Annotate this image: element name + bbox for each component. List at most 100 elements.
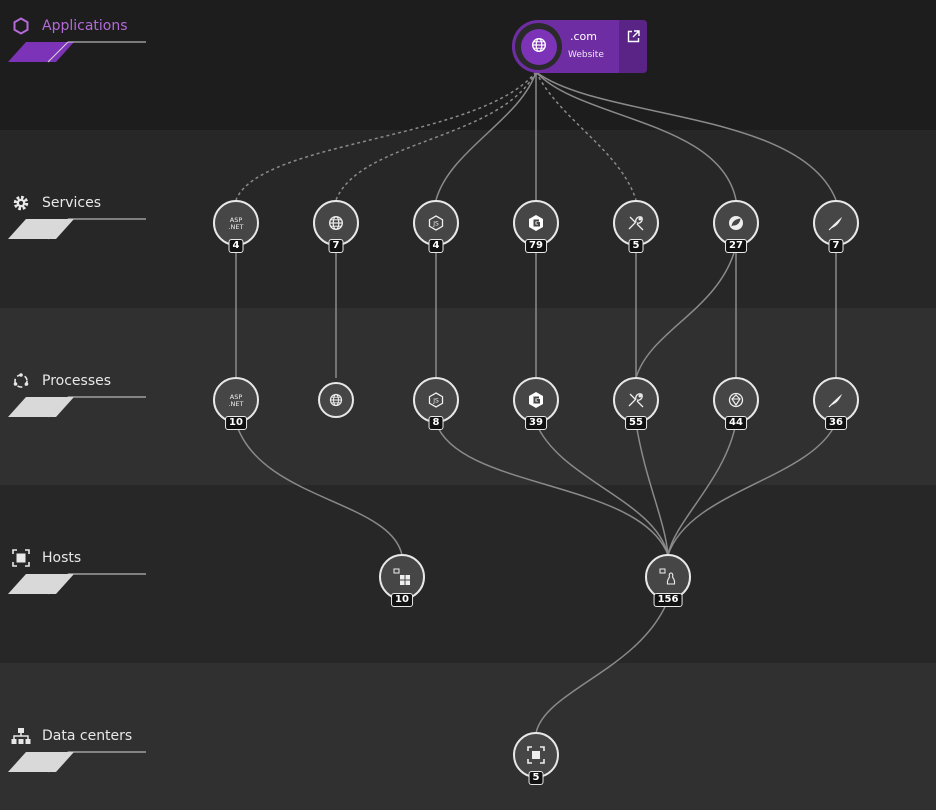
host-node-windows[interactable]: 10 [379,554,425,607]
service-node-feather[interactable]: 7 [813,200,859,253]
process-count-badge: 55 [625,416,647,430]
svg-text:.NET: .NET [228,223,243,231]
aspnet-icon: ASP.NET [227,391,245,409]
service-count-badge: 7 [328,239,344,253]
layer-decoration [8,218,146,240]
globe-icon [328,215,344,231]
layer-label-text: Applications [42,18,128,34]
feather-icon [827,214,845,232]
link-proc-host-7 [667,422,837,556]
process-count-badge: 39 [525,416,547,430]
svg-text:ASP: ASP [230,216,243,224]
datacenter-node[interactable]: 5 [513,732,559,785]
spring-icon [727,214,745,232]
process-node-aspnet[interactable]: ASP.NET 10 [213,377,259,430]
application-name: .com [570,30,597,43]
link-host-datacenter [535,599,669,734]
service-node-web[interactable]: 7 [313,200,359,253]
service-node-spring[interactable]: 27 [713,200,759,253]
link-proc-host-4 [535,422,669,556]
datacenter-icon [10,725,32,747]
globe-icon [531,37,547,57]
application-card[interactable]: .com Website [512,20,647,73]
service-node-nodejs[interactable]: JS 4 [413,200,459,253]
service-count-badge: 79 [525,239,547,253]
process-node-ruby[interactable]: 44 [713,377,759,430]
svg-text:ASP: ASP [230,393,243,401]
tools-icon [627,214,645,232]
application-node[interactable] [515,23,562,70]
link-proc-host-6 [667,422,737,556]
service-node-go[interactable]: 79 [513,200,559,253]
service-count-badge: 7 [828,239,844,253]
link-app-service-3 [435,71,537,201]
host-count-badge: 10 [391,593,413,607]
service-count-badge: 4 [428,239,444,253]
process-count-badge: 8 [428,416,444,430]
svg-text:JS: JS [432,398,439,405]
process-node-web[interactable] [318,382,354,418]
layer-band-services [0,130,936,308]
layer-band-hosts [0,485,936,663]
process-node-tools[interactable]: 55 [613,377,659,430]
go-icon [527,391,545,409]
service-count-badge: 5 [628,239,644,253]
go-icon [527,214,545,232]
feather-icon [827,391,845,409]
service-node-aspnet[interactable]: ASP.NET 4 [213,200,259,253]
svg-text:.NET: .NET [228,400,243,408]
host-node-linux[interactable]: 156 [645,554,691,607]
external-link-button[interactable] [619,20,647,73]
layer-label-text: Hosts [42,550,82,566]
service-count-badge: 27 [725,239,747,253]
layer-label-applications[interactable]: Applications [10,15,128,37]
service-count-badge: 4 [228,239,244,253]
layer-decoration [8,41,146,63]
link-app-service-5 [535,71,637,201]
datacenter-focus-icon [527,746,545,764]
layer-label-text: Data centers [42,728,133,744]
layer-decoration [8,573,146,595]
application-type: Website [568,50,604,60]
layer-label-text: Processes [42,373,112,389]
layer-label-processes[interactable]: Processes [10,370,111,392]
layer-band-datacenters [0,663,936,810]
linux-host-icon [659,568,677,586]
hexagon-icon [10,15,32,37]
layer-label-hosts[interactable]: Hosts [10,547,81,569]
aspnet-icon: ASP.NET [227,214,245,232]
process-cycle-icon [10,370,32,392]
layer-label-text: Services [42,195,102,211]
globe-icon [329,393,343,407]
datacenter-count-badge: 5 [528,771,544,785]
process-count-badge: 36 [825,416,847,430]
process-node-go[interactable]: 39 [513,377,559,430]
nodejs-icon: JS [428,215,444,231]
layer-label-services[interactable]: Services [10,192,101,214]
gear-icon [10,192,32,214]
link-app-service-1 [235,71,537,201]
nodejs-icon: JS [428,392,444,408]
process-count-badge: 10 [225,416,247,430]
process-node-feather[interactable]: 36 [813,377,859,430]
link-app-service-7 [535,71,837,201]
process-count-badge: 44 [725,416,747,430]
host-count-badge: 156 [653,593,683,607]
external-link-icon [627,28,640,47]
process-node-nodejs[interactable]: JS 8 [413,377,459,430]
link-proc-host-3 [435,422,669,556]
tools-icon [627,391,645,409]
link-proc-host-1 [235,422,403,556]
link-proc-host-5 [635,422,669,556]
host-icon [10,547,32,569]
layer-decoration [8,396,146,418]
service-node-tools[interactable]: 5 [613,200,659,253]
ruby-icon [727,391,745,409]
svg-text:JS: JS [432,221,439,228]
layer-band-applications [0,0,936,130]
layer-label-datacenters[interactable]: Data centers [10,725,132,747]
link-app-service-6 [535,71,737,201]
link-app-service-2 [335,71,537,201]
layer-decoration [8,751,146,773]
